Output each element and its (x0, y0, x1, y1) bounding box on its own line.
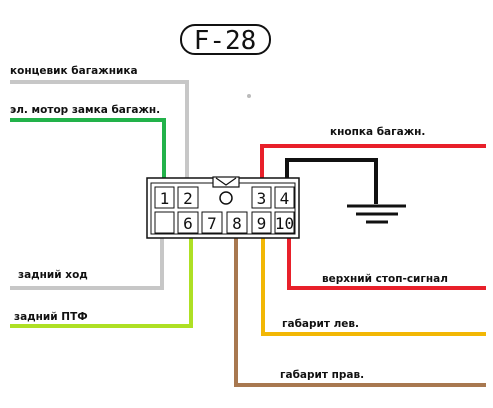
pin-label: 9 (257, 214, 267, 233)
label-trunk-switch: концевик багажника (10, 65, 138, 77)
ground-symbol-icon (347, 204, 406, 224)
pin-label: 4 (280, 189, 290, 208)
connector-key-circle (219, 191, 233, 205)
label-reverse: задний ход (18, 269, 88, 281)
wire-brake-light (287, 226, 486, 290)
pin-label: 1 (160, 189, 170, 208)
wire-parking-left (261, 226, 486, 336)
label-rear-fog: задний ПТФ (14, 311, 88, 323)
pin-label: 10 (275, 214, 294, 233)
pin-label: 2 (183, 189, 193, 208)
wire-trunk-button (260, 144, 486, 192)
pin-label: 8 (232, 214, 242, 233)
pin-label: 7 (207, 214, 217, 233)
wire-rear-fog (10, 226, 193, 328)
wire-reverse (10, 226, 164, 290)
title-frame (180, 24, 271, 55)
pin-label: 6 (183, 214, 193, 233)
label-parking-right: габарит прав. (280, 369, 364, 381)
label-trunk-lock-motor: эл. мотор замка багажн. (10, 104, 160, 116)
wire-ground (285, 158, 378, 204)
label-parking-left: габарит лев. (282, 318, 359, 330)
wire-trunk-switch (10, 80, 189, 192)
wire-trunk-lock-motor (10, 118, 166, 192)
connector-latch (212, 176, 240, 188)
label-brake-light: верхний стоп-сигнал (322, 273, 448, 285)
connector-title: F-28 (194, 26, 257, 56)
pin-label: 3 (257, 189, 267, 208)
wire-parking-right (234, 226, 486, 387)
label-trunk-button: кнопка багажн. (330, 126, 425, 138)
connector-f28: 1 2 3 4 6 7 8 9 10 (146, 176, 300, 239)
stray-dot (247, 94, 251, 98)
